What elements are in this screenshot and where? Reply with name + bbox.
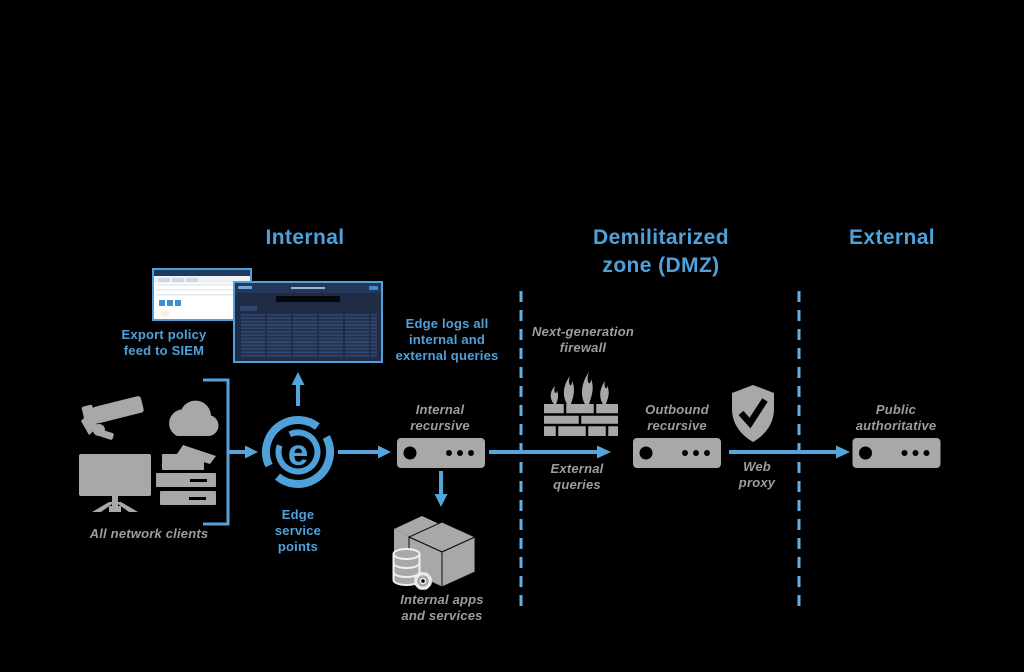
all-network-clients-label: All network clients [89,526,209,541]
export-policy-label: Export policy feed to SIEM [121,327,207,358]
screenshot-log-rows [239,314,377,357]
desktop-computer-icon [79,454,153,517]
clients-group-bracket [203,378,230,526]
zone-header-internal: Internal [265,226,345,249]
public-authoritative-label: Public authoritative [855,402,937,433]
arrow-clients-to-edge [229,445,258,459]
internal-recursive-label: Internal recursive [410,402,470,433]
next-generation-firewall-label: Next-generation firewall [532,324,634,355]
screenshot-policy-blocks [159,300,181,306]
screenshot-table-rows [156,284,248,298]
policy-block [159,300,165,306]
edge-logs-label: Edge logs all internal and external quer… [395,316,499,363]
toolbar-tab [158,277,170,282]
policy-block [175,300,181,306]
edge-service-points-label: Edge service points [274,507,322,554]
screenshot-titlebar [154,270,250,276]
app-logo [238,286,252,289]
outbound-recursive-server-icon [633,438,721,473]
internal-recursive-server-icon [397,438,485,473]
security-camera-icon [80,388,150,449]
toolbar-tab [186,277,198,282]
arrow-edge-to-logs [291,372,305,406]
policy-admin-screenshot [152,268,252,321]
edge-log-viewer-screenshot [233,281,383,363]
screenshot-title-text [291,286,325,289]
screenshot-tab [240,306,257,311]
toolbar-tab [172,277,184,282]
gear-icon [414,572,432,590]
external-queries-label: External queries [550,461,604,492]
policy-block [167,300,173,306]
internal-apps-icon [392,512,478,597]
cloud-icon [162,392,222,445]
arrow-edge-to-internal-recursive [338,445,391,459]
screenshot-toolbar [154,276,250,283]
edge-logo-letter: e [288,432,309,473]
outbound-recursive-label: Outbound recursive [645,402,709,433]
internal-apps-label: Internal apps and services [400,592,484,623]
arrow-internal-recursive-to-apps [434,471,448,507]
arrow-external-queries [489,445,611,459]
zone-header-external: External [848,226,936,249]
screenshot-titlebar [235,283,381,293]
screenshot-chart-hint [160,310,170,317]
edge-service-point-logo: e [258,412,338,497]
printer-icon [153,443,219,514]
web-proxy-shield-icon [727,384,779,449]
screenshot-action-button [369,285,378,290]
screenshot-search-bar [276,296,340,302]
web-proxy-label: Web proxy [738,459,776,490]
arrow-web-proxy [729,445,850,459]
zone-header-dmz: Demilitarized zone (DMZ) [593,226,729,278]
public-authoritative-server-icon [852,438,941,473]
firewall-icon [543,368,619,443]
